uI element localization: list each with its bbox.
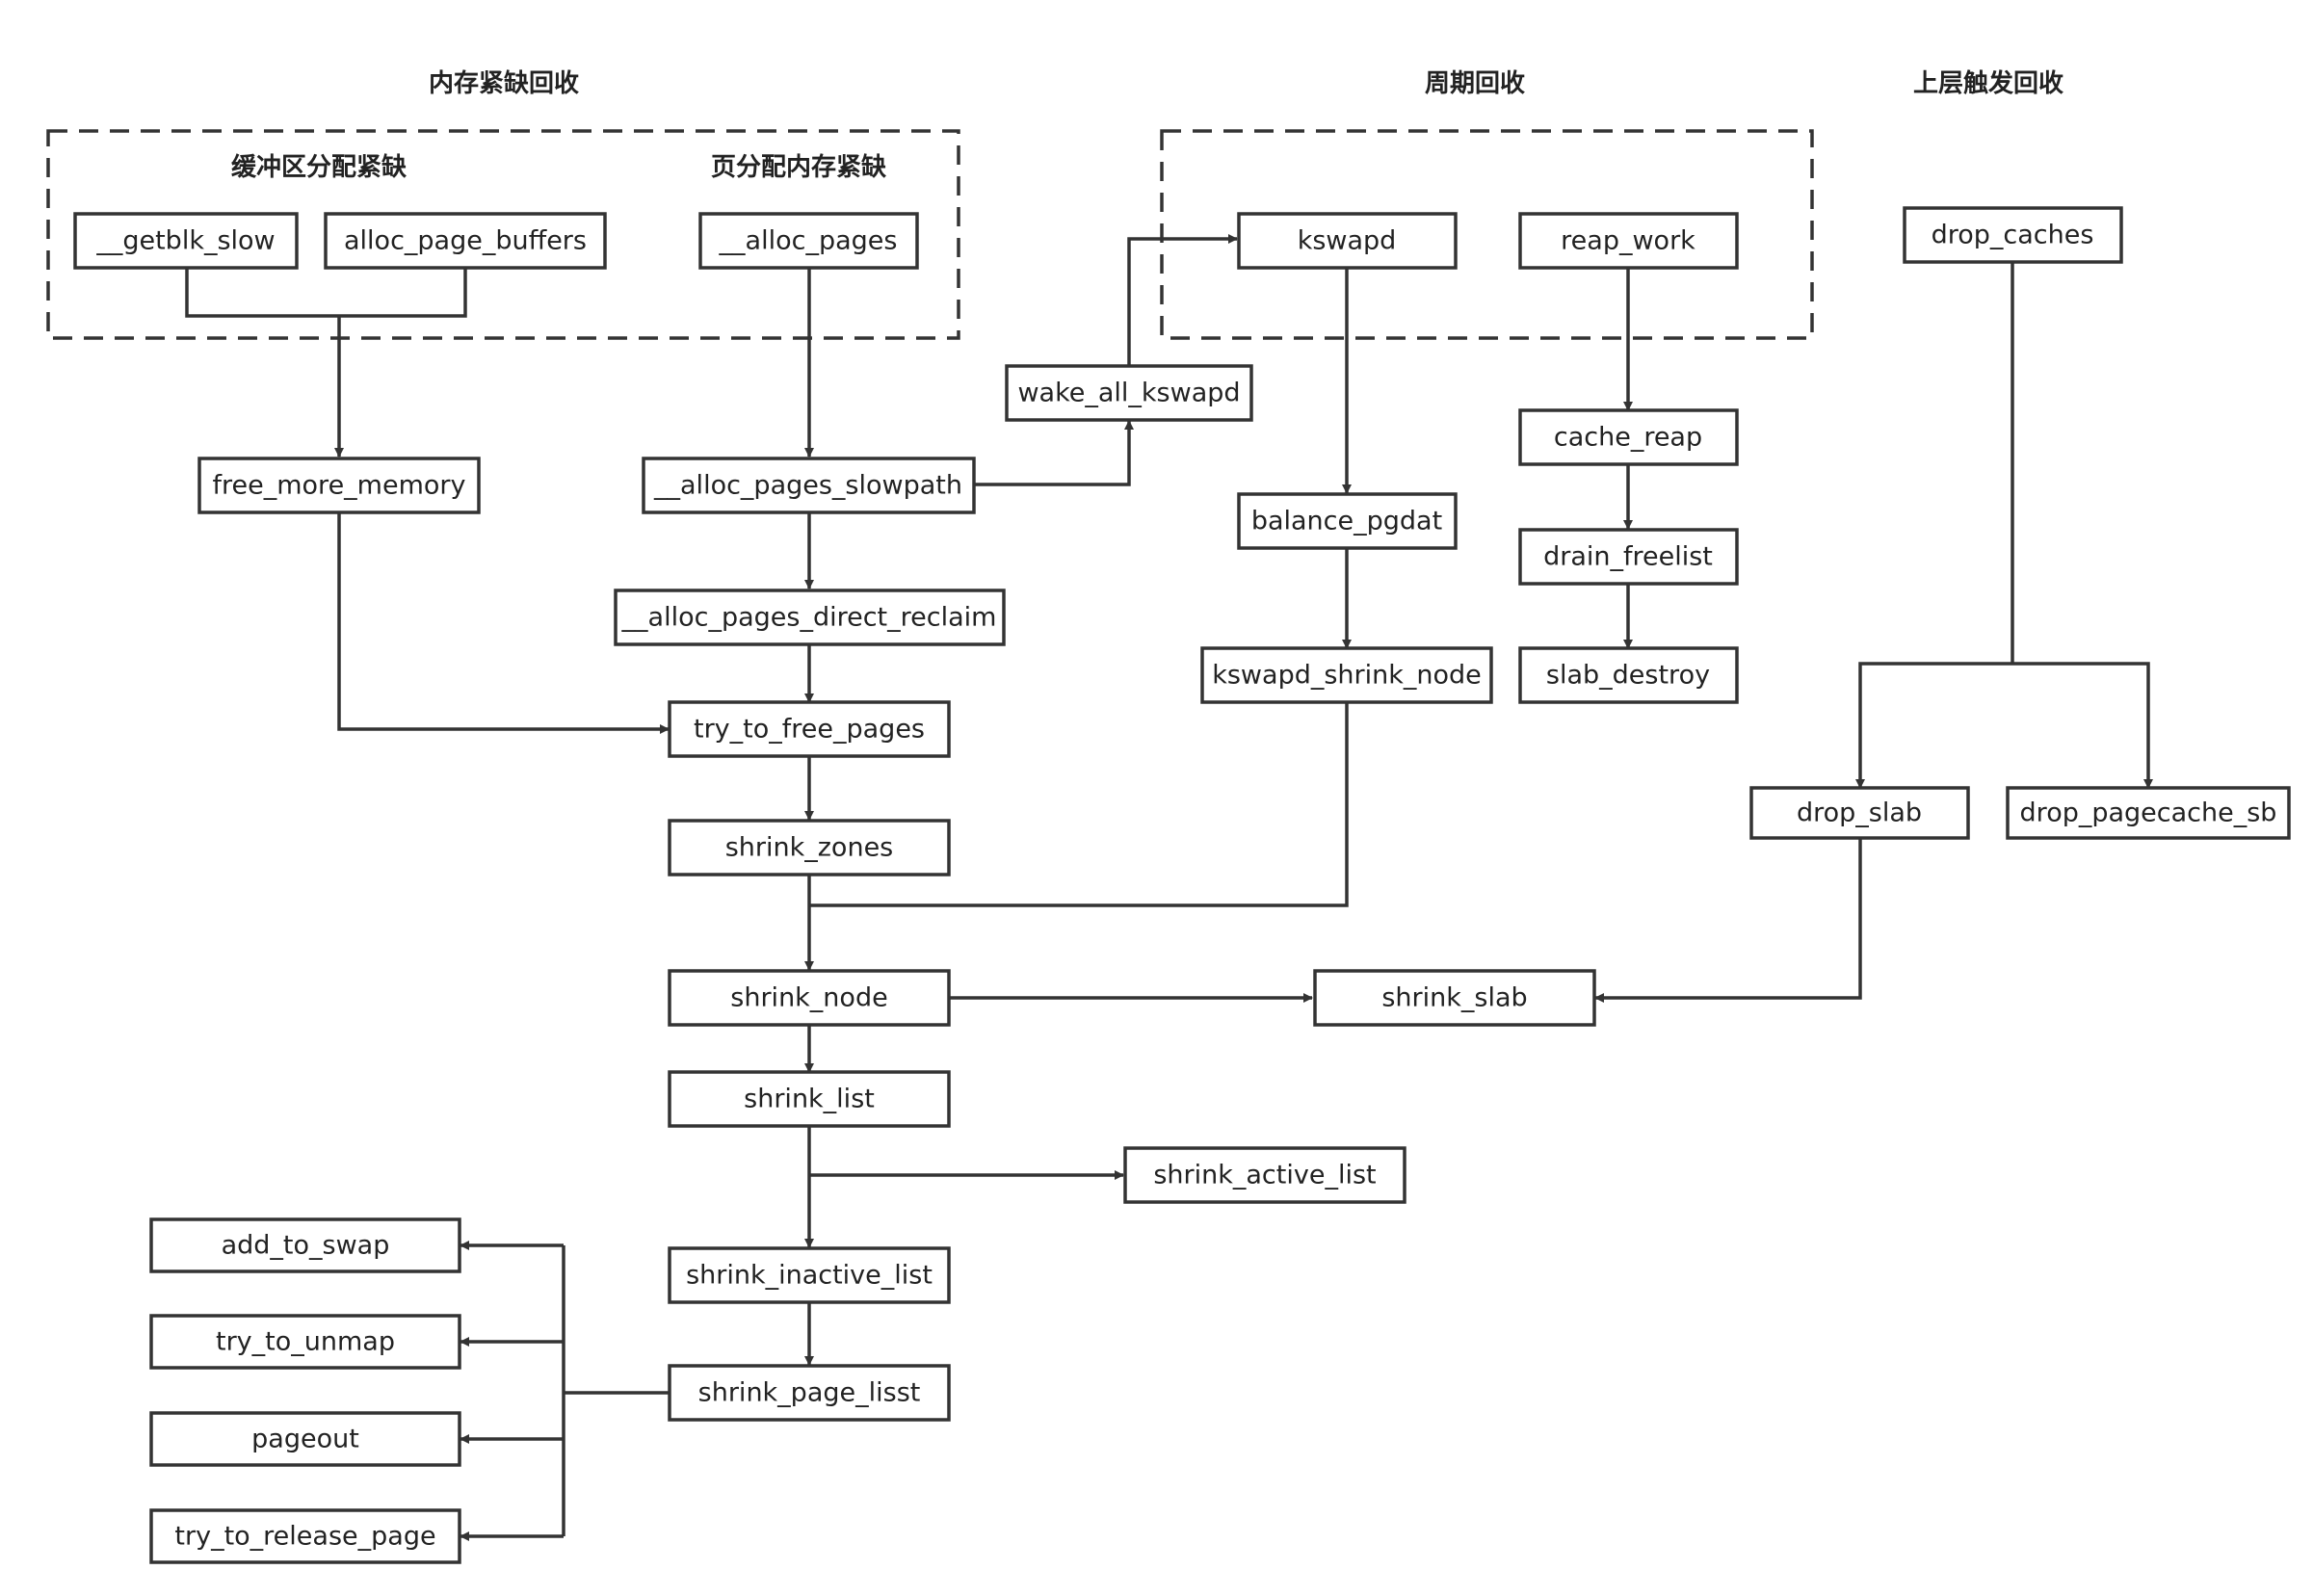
edge-drop-slab-to-shrink-slab: [1594, 838, 1862, 1003]
node-label: add_to_swap: [222, 1231, 390, 1261]
edge-getblk-merge: [185, 268, 467, 318]
node-label: kswapd_shrink_node: [1212, 661, 1482, 691]
node-label: drop_pagecache_sb: [2020, 798, 2277, 828]
subtitle-buffer-alloc-shortage: 缓冲区分配紧缺: [231, 152, 407, 182]
node-shrink-page-lisst[interactable]: shrink_page_lisst: [668, 1364, 951, 1422]
node-slab-destroy[interactable]: slab_destroy: [1518, 646, 1739, 704]
node-kswapd-shrink-node[interactable]: kswapd_shrink_node: [1200, 646, 1493, 704]
node-label: shrink_zones: [725, 833, 894, 863]
node-alloc-pages-direct-reclaim[interactable]: __alloc_pages_direct_reclaim: [614, 589, 1006, 646]
node-label: wake_all_kswapd: [1017, 379, 1240, 408]
edge-kswapd-shrink-node-to-shrink-node: [809, 702, 1349, 907]
node-drop-slab[interactable]: drop_slab: [1749, 786, 1970, 840]
node-shrink-node[interactable]: shrink_node: [668, 969, 951, 1027]
node-alloc-pages[interactable]: __alloc_pages: [698, 212, 919, 270]
node-alloc-page-buffers[interactable]: alloc_page_buffers: [324, 212, 607, 270]
node-label: alloc_page_buffers: [344, 226, 587, 256]
node-reap-work[interactable]: reap_work: [1518, 212, 1739, 270]
node-label: drop_caches: [1932, 221, 2094, 250]
group-periodic: [1160, 129, 1814, 340]
node-label: __alloc_pages: [719, 226, 898, 256]
node-label: __getblk_slow: [95, 226, 275, 256]
node-label: balance_pgdat: [1251, 507, 1442, 536]
node-label: __alloc_pages_slowpath: [653, 471, 962, 501]
edge-free-more-memory-to-try-to-free-pages: [337, 512, 670, 734]
node-try-to-release-page[interactable]: try_to_release_page: [149, 1508, 461, 1564]
node-balance-pgdat[interactable]: balance_pgdat: [1237, 492, 1458, 550]
node-label: drain_freelist: [1543, 542, 1713, 572]
title-periodic-reclaim: 周期回收: [1425, 69, 1525, 98]
node-wake-all-kswapd[interactable]: wake_all_kswapd: [1005, 364, 1253, 422]
node-label: shrink_slab: [1381, 983, 1527, 1013]
group-memory-pressure: [46, 129, 960, 340]
node-shrink-active-list[interactable]: shrink_active_list: [1123, 1146, 1406, 1204]
node-alloc-pages-slowpath[interactable]: __alloc_pages_slowpath: [642, 457, 976, 514]
edge-wake-all-kswapd-to-kswapd: [1127, 234, 1238, 366]
node-label: shrink_active_list: [1153, 1161, 1376, 1190]
node-label: try_to_release_page: [174, 1522, 435, 1552]
node-label: shrink_inactive_list: [686, 1261, 933, 1291]
node-cache-reap[interactable]: cache_reap: [1518, 408, 1739, 466]
node-label: try_to_unmap: [216, 1327, 395, 1357]
edge-drop-caches-to-drop-slab: [1855, 662, 2012, 789]
node-label: __alloc_pages_direct_reclaim: [621, 603, 997, 633]
node-label: slab_destroy: [1546, 661, 1710, 691]
node-label: shrink_list: [744, 1085, 875, 1114]
node-label: try_to_free_pages: [694, 715, 925, 745]
node-try-to-free-pages[interactable]: try_to_free_pages: [668, 700, 951, 758]
node-try-to-unmap[interactable]: try_to_unmap: [149, 1314, 461, 1370]
node-label: free_more_memory: [213, 471, 466, 501]
node-shrink-slab[interactable]: shrink_slab: [1313, 969, 1596, 1027]
node-label: reap_work: [1561, 226, 1695, 256]
node-label: cache_reap: [1554, 423, 1702, 453]
edge-slowpath-to-wake-all-kswapd: [974, 420, 1134, 486]
node-shrink-inactive-list[interactable]: shrink_inactive_list: [668, 1246, 951, 1304]
title-upper-triggered-reclaim: 上层触发回收: [1913, 68, 2063, 98]
node-add-to-swap[interactable]: add_to_swap: [149, 1217, 461, 1273]
node-shrink-zones[interactable]: shrink_zones: [668, 819, 951, 876]
node-free-more-memory[interactable]: free_more_memory: [197, 457, 481, 514]
node-kswapd[interactable]: kswapd: [1237, 212, 1458, 270]
node-drop-caches[interactable]: drop_caches: [1903, 206, 2123, 264]
node-shrink-list[interactable]: shrink_list: [668, 1070, 951, 1128]
node-label: kswapd: [1298, 226, 1397, 256]
node-drain-freelist[interactable]: drain_freelist: [1518, 528, 1739, 586]
subtitle-page-alloc-shortage: 页分配内存紧缺: [711, 153, 887, 182]
title-memory-pressure-reclaim: 内存紧缺回收: [429, 69, 579, 98]
node-label: shrink_node: [730, 983, 887, 1013]
node-label: drop_slab: [1797, 798, 1922, 828]
node-label: shrink_page_lisst: [698, 1378, 921, 1408]
node-getblk-slow[interactable]: __getblk_slow: [73, 212, 299, 270]
node-drop-pagecache-sb[interactable]: drop_pagecache_sb: [2006, 786, 2291, 840]
node-pageout[interactable]: pageout: [149, 1411, 461, 1467]
edge-drop-caches-to-drop-pagecache-sb: [2012, 662, 2153, 789]
edges: [185, 234, 2153, 1541]
node-label: pageout: [251, 1425, 359, 1454]
